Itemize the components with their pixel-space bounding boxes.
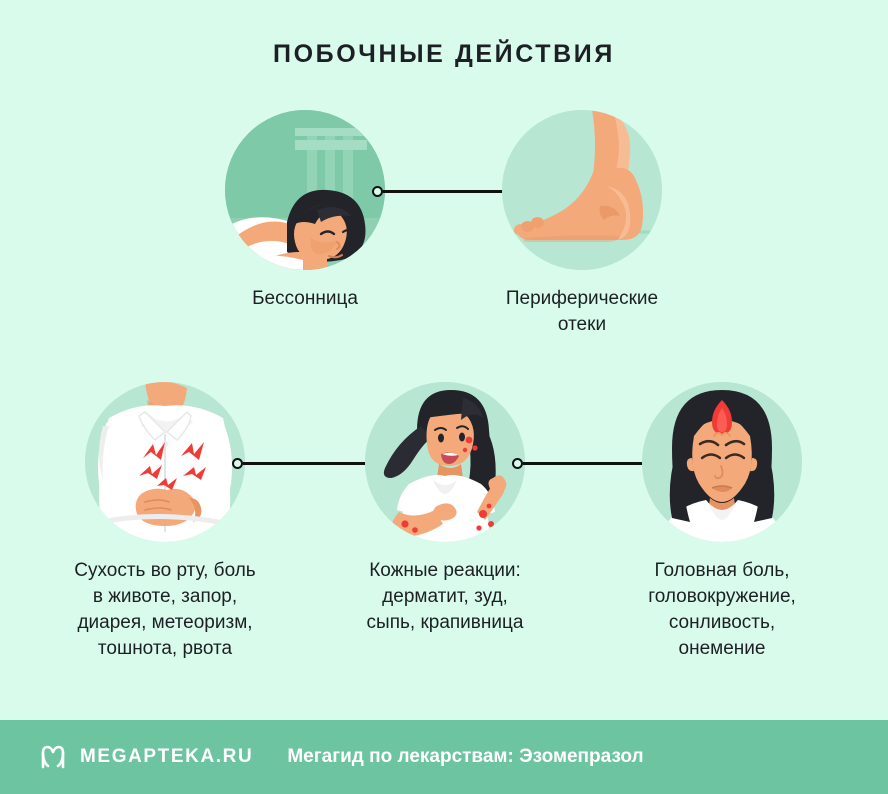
footer-bar: MEGAPTEKA.RU Мегагид по лекарствам: Эзом… [0,720,888,794]
caption-peripheral-edema: Периферические отеки [505,288,659,335]
stomach-pain-icon [85,382,245,542]
headache-woman-icon [642,382,802,542]
caption-insomnia: Бессонница [252,288,358,309]
megapteka-m-logo-icon[interactable] [38,742,68,772]
node-peripheral-edema[interactable]: Периферические отеки [492,110,672,338]
node-insomnia[interactable]: Бессонница [215,110,395,312]
caption-headache: Головная боль, головокружение, сонливост… [648,560,796,659]
node-skin-reactions[interactable]: Кожные реакции: дерматит, зуд, сыпь, кра… [355,382,535,636]
connector-line [523,461,645,465]
node-headache[interactable]: Головная боль, головокружение, сонливост… [632,382,812,662]
skin-rash-woman-icon [365,382,525,542]
connector-line [243,461,365,465]
caption-skin-reactions: Кожные реакции: дерматит, зуд, сыпь, кра… [366,560,524,633]
connector-dot-left [512,457,523,469]
sleeping-woman-icon [225,110,385,270]
brand-name[interactable]: MEGAPTEKA.RU [80,746,254,767]
row-top: Бессонница [0,110,888,350]
connector-dot-left [232,457,243,469]
footer-tagline: Мегагид по лекарствам: Эзомепразол [287,746,644,767]
connector-dot-left [372,185,383,197]
swollen-foot-icon [502,110,662,270]
page-title: ПОБОЧНЫЕ ДЕЙСТВИЯ [273,40,615,68]
caption-gastrointestinal: Сухость во рту, боль в животе, запор, ди… [74,560,256,659]
node-gastrointestinal[interactable]: Сухость во рту, боль в животе, запор, ди… [74,382,256,662]
row-bottom: Сухость во рту, боль в животе, запор, ди… [0,382,888,682]
connector-line [383,189,505,193]
